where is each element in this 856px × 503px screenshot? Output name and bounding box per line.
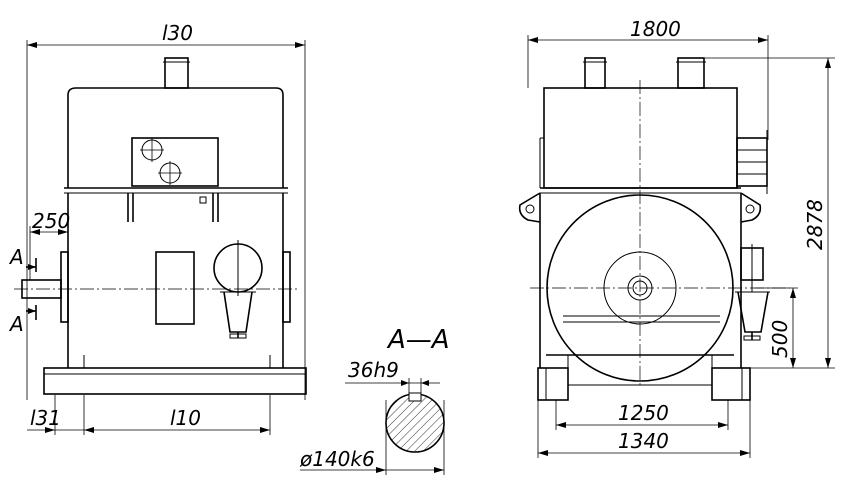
section-mark-a-bottom: A bbox=[8, 312, 24, 336]
side-view: l30 bbox=[8, 21, 307, 435]
dim-1340: 1340 bbox=[618, 429, 669, 453]
dim-shaft-dia: ø140k6 bbox=[299, 447, 375, 471]
dim-1800: 1800 bbox=[630, 17, 681, 41]
dim-500: 500 bbox=[768, 320, 792, 358]
dim-2878: 2878 bbox=[803, 199, 827, 250]
front-view: 1800 bbox=[518, 17, 835, 458]
dim-key-width: 36h9 bbox=[348, 358, 399, 382]
dim-1250: 1250 bbox=[618, 401, 669, 425]
section-mark-a-top: A bbox=[8, 245, 24, 269]
dim-l31: l31 bbox=[30, 406, 61, 430]
dim-l10: l10 bbox=[170, 406, 201, 430]
section-a-a: A—A 36h9 ø140k6 bbox=[299, 325, 450, 475]
dim-250: 250 bbox=[32, 209, 70, 233]
dim-l30: l30 bbox=[162, 21, 193, 45]
section-title: A—A bbox=[386, 325, 450, 355]
